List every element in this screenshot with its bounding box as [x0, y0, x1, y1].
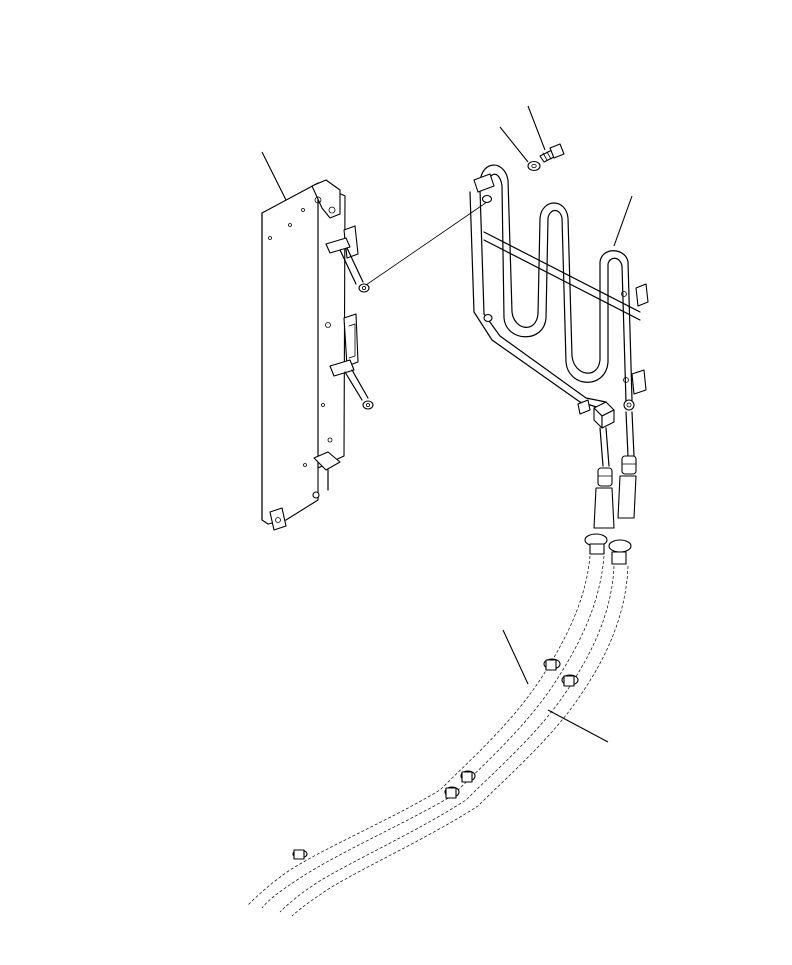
leader-bolt	[527, 105, 546, 151]
callout-leaders	[261, 105, 633, 743]
assembly-line	[365, 201, 488, 286]
heater-coil-icon	[469, 164, 649, 429]
leader-hose-a	[502, 629, 529, 685]
leader-washer	[499, 126, 529, 163]
washer-icon	[527, 160, 541, 172]
leader-coil	[613, 195, 633, 247]
leader-plate	[261, 151, 287, 201]
bolt-icon	[539, 143, 565, 163]
hose-icon	[247, 411, 637, 917]
leader-hose-b	[547, 709, 609, 743]
mounting-plate-icon	[261, 179, 374, 531]
